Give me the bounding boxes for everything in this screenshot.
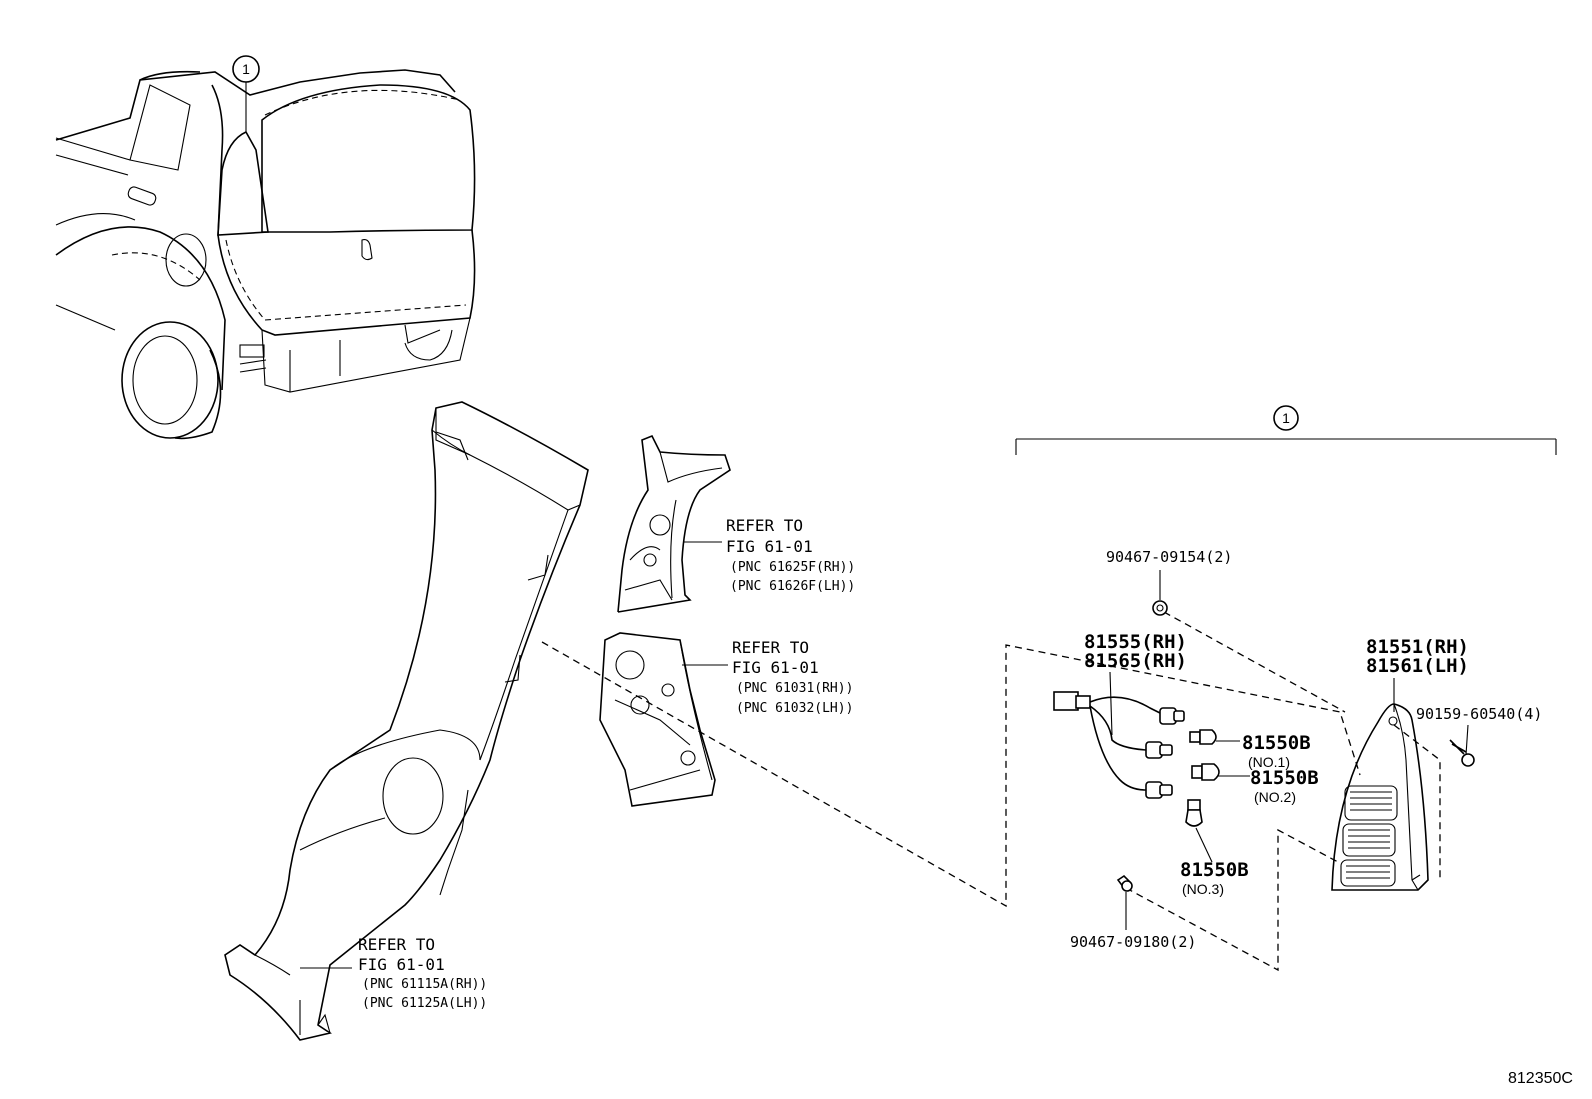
- screw-top: 90467-09154(2): [1106, 548, 1232, 616]
- socket-rh-label: 81555(RH): [1084, 631, 1187, 653]
- screw-bottom-label: 90467-09180(2): [1070, 933, 1196, 951]
- tail-lamp: 81551(RH) 81561(LH): [1331, 636, 1469, 891]
- ref-inner-panel-lower: REFER TO FIG 61-01 (PNC 61031(RH)) (PNC …: [732, 638, 853, 716]
- bulb-3-label: 81550B: [1180, 859, 1249, 881]
- callout-assembly-number: 1: [1282, 410, 1290, 426]
- ref-line1: REFER TO: [732, 638, 809, 657]
- lamp-lh-label: 81561(LH): [1366, 655, 1469, 677]
- ref-pnc-lh: (PNC 61125A(LH)): [362, 996, 487, 1011]
- socket-1: [1159, 707, 1185, 725]
- ref-line2: FIG 61-01: [732, 658, 819, 677]
- ref-line1: REFER TO: [726, 516, 803, 535]
- connector-lines: [541, 611, 1441, 972]
- socket-lh-label: 81565(RH): [1084, 650, 1187, 672]
- lamp-rh-label: 81551(RH): [1366, 636, 1469, 658]
- bulb-3-note: (NO.3): [1182, 881, 1224, 897]
- callout-top-number: 1: [242, 61, 250, 77]
- assembly-bracket: 1: [1015, 405, 1557, 455]
- bulb-2-label: 81550B: [1250, 767, 1319, 789]
- socket-wire-harness: 81555(RH) 81565(RH): [1053, 631, 1187, 799]
- ref-inner-panel-upper: REFER TO FIG 61-01 (PNC 61625F(RH)) (PNC…: [726, 516, 855, 594]
- inner-panel-upper-illustration: [617, 434, 731, 613]
- bulb-1-label: 81550B: [1242, 732, 1311, 754]
- socket-3: [1145, 781, 1173, 799]
- ref-pnc-rh: (PNC 61625F(RH)): [730, 560, 855, 575]
- bolt-label: 90159-60540(4): [1416, 705, 1542, 723]
- inner-panel-lower-illustration: [599, 632, 728, 807]
- figure-id: 812350C: [1508, 1070, 1573, 1087]
- bulb-3: 81550B (NO.3): [1180, 799, 1249, 897]
- ref-pnc-rh: (PNC 61031(RH)): [736, 681, 853, 696]
- screw-bottom: 90467-09180(2): [1070, 874, 1196, 951]
- ref-line1: REFER TO: [358, 935, 435, 954]
- bulb-1: 81550B (NO.1): [1189, 729, 1311, 770]
- bulb-2: 81550B (NO.2): [1191, 763, 1319, 805]
- bolt: 90159-60540(4): [1416, 705, 1542, 767]
- bulb-1-note: (NO.1): [1248, 754, 1290, 770]
- screw-top-label: 90467-09154(2): [1106, 548, 1232, 566]
- ref-quarter-panel: REFER TO FIG 61-01 (PNC 61115A(RH)) (PNC…: [358, 935, 487, 1011]
- ref-line2: FIG 61-01: [726, 537, 813, 556]
- car-rear-illustration: 1: [55, 55, 476, 440]
- ref-pnc-rh: (PNC 61115A(RH)): [362, 977, 487, 992]
- quarter-panel-illustration: [224, 401, 589, 1041]
- bulb-2-note: (NO.2): [1254, 789, 1296, 805]
- ref-line2: FIG 61-01: [358, 955, 445, 974]
- socket-2: [1145, 741, 1173, 759]
- ref-pnc-lh: (PNC 61626F(LH)): [730, 579, 855, 594]
- ref-pnc-lh: (PNC 61032(LH)): [736, 701, 853, 716]
